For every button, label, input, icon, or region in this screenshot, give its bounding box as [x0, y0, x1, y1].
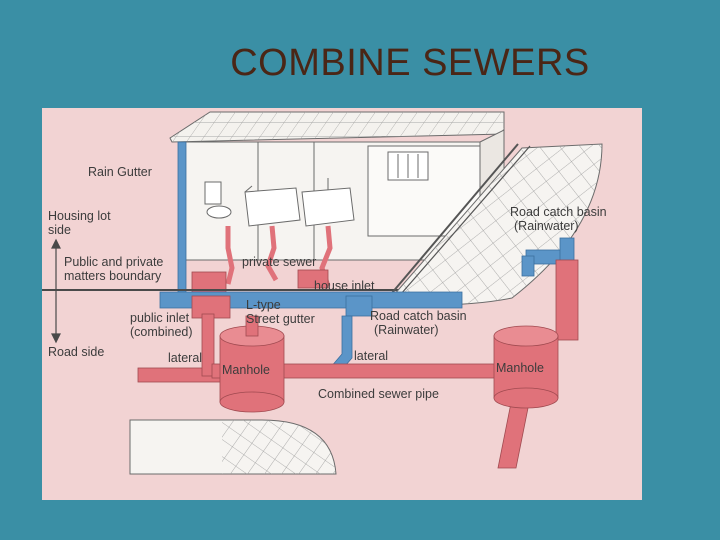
combined-sewer-pipe — [211, 363, 543, 469]
slide-title: COMBINE SEWERS — [230, 42, 590, 84]
label-road-catch-basin-top-1: Road catch basin — [510, 205, 607, 219]
label-housing-lot-side-1: Housing lot — [48, 209, 111, 223]
street-gutter — [159, 291, 463, 319]
label-house-inlet: house inlet — [314, 279, 375, 293]
label-road-side: Road side — [48, 345, 104, 359]
label-public-inlet-2: (combined) — [130, 325, 193, 339]
sewer-diagram-svg: Rain Gutter Housing lot side Public and … — [42, 108, 642, 500]
sewer-diagram: Rain Gutter Housing lot side Public and … — [42, 108, 642, 500]
label-l-type-2: Street gutter — [246, 312, 315, 326]
rain-gutter-pipe — [177, 141, 187, 303]
kitchen-sink — [301, 178, 355, 227]
label-public-inlet-1: public inlet — [130, 311, 190, 325]
building-roof — [169, 111, 505, 143]
bathtub — [244, 185, 301, 227]
label-road-catch-basin-mid-1: Road catch basin — [370, 309, 467, 323]
label-road-catch-basin-top-2: (Rainwater) — [514, 219, 579, 233]
label-road-catch-basin-mid-2: (Rainwater) — [374, 323, 439, 337]
lateral-pipes — [137, 259, 579, 383]
toilet — [204, 181, 232, 219]
house-inlet-box — [191, 269, 329, 293]
label-combined-sewer-pipe: Combined sewer pipe — [318, 387, 439, 401]
manhole-right — [493, 325, 559, 409]
side-arrow — [51, 238, 61, 344]
label-lateral-mid: lateral — [354, 349, 388, 363]
label-boundary-1: Public and private — [64, 255, 163, 269]
label-l-type-1: L-type — [246, 298, 281, 312]
label-private-sewer: private sewer — [242, 255, 316, 269]
label-boundary-2: matters boundary — [64, 269, 162, 283]
label-housing-lot-side-2: side — [48, 223, 71, 237]
window — [387, 151, 429, 181]
label-manhole-right: Manhole — [496, 361, 544, 375]
road-surface — [384, 143, 603, 306]
label-manhole-left: Manhole — [222, 363, 270, 377]
manhole-left — [219, 315, 285, 413]
label-rain-gutter: Rain Gutter — [88, 165, 152, 179]
label-lateral-left: lateral — [168, 351, 202, 365]
road-corner — [129, 419, 337, 475]
